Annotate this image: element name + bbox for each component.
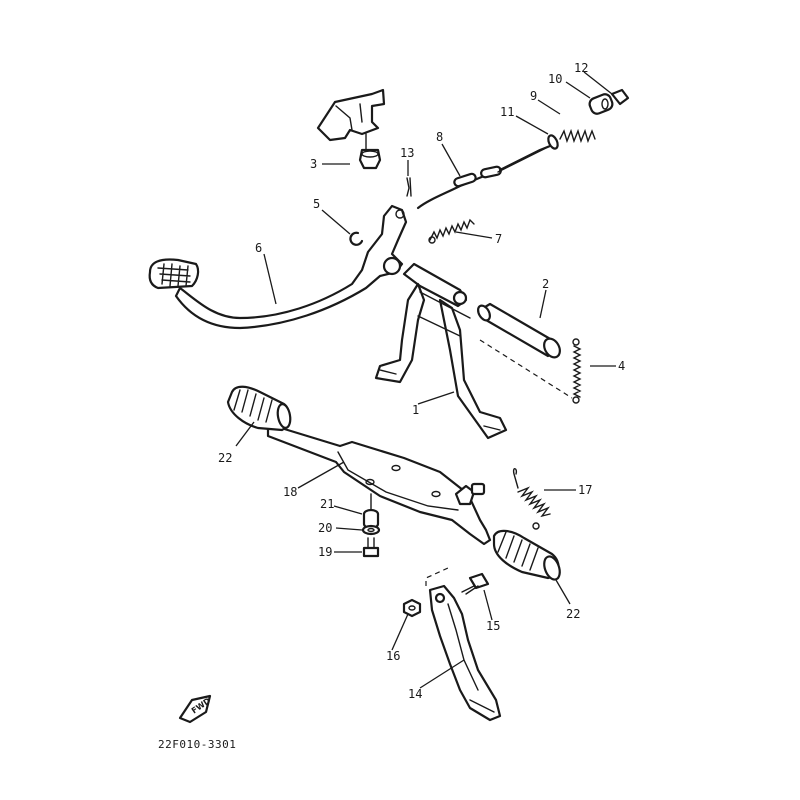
part-20-washer[interactable] bbox=[361, 524, 381, 536]
part-9-spring[interactable] bbox=[559, 128, 596, 144]
part-21-collar[interactable] bbox=[362, 493, 380, 530]
callout-12: 12 bbox=[574, 61, 588, 75]
callout-9: 9 bbox=[530, 89, 537, 103]
callout-4: 4 bbox=[618, 359, 625, 373]
part-3-bracket[interactable] bbox=[316, 88, 386, 170]
part-1-main-stand[interactable] bbox=[374, 262, 508, 440]
part-8-brake-rod[interactable] bbox=[416, 144, 552, 210]
callout-15: 15 bbox=[486, 619, 500, 633]
part-11-washer[interactable] bbox=[546, 134, 559, 150]
leader-lines bbox=[235, 71, 616, 689]
sidestand-guide-line bbox=[425, 567, 449, 586]
callout-19: 19 bbox=[318, 545, 332, 559]
part-13-cotter-pin[interactable] bbox=[406, 177, 412, 197]
callout-13: 13 bbox=[400, 146, 414, 160]
part-22-footrest-rubber-right[interactable] bbox=[492, 529, 563, 582]
callout-10: 10 bbox=[548, 72, 562, 86]
part-6-brake-pedal[interactable] bbox=[148, 204, 408, 330]
part-19-bolt[interactable] bbox=[362, 537, 380, 558]
part-2-pivot-shaft[interactable] bbox=[476, 302, 563, 361]
part-5-clip[interactable] bbox=[349, 231, 364, 246]
part-14-side-stand[interactable] bbox=[428, 584, 502, 722]
callout-7: 7 bbox=[495, 232, 502, 246]
callout-2: 2 bbox=[542, 277, 549, 291]
callout-17: 17 bbox=[578, 483, 592, 497]
part-15-pivot-bolt[interactable] bbox=[461, 572, 490, 595]
part-10-adjusting-nut[interactable] bbox=[588, 92, 614, 115]
callout-18: 18 bbox=[283, 485, 297, 499]
part-12-joint[interactable] bbox=[610, 88, 630, 106]
callout-22-left: 22 bbox=[218, 451, 232, 465]
callout-6: 6 bbox=[255, 241, 262, 255]
part-17-sidestand-spring[interactable] bbox=[512, 468, 551, 530]
part-4-return-spring[interactable] bbox=[572, 338, 582, 404]
part-22-footrest-rubber-left[interactable] bbox=[226, 385, 292, 432]
part-16-nut[interactable] bbox=[402, 598, 422, 618]
callout-3: 3 bbox=[310, 157, 317, 171]
callout-5: 5 bbox=[313, 197, 320, 211]
callout-11: 11 bbox=[500, 105, 514, 119]
part-18-footrest-bar[interactable] bbox=[266, 422, 492, 546]
callout-8: 8 bbox=[436, 130, 443, 144]
drawing-code: 22F010-3301 bbox=[158, 738, 236, 751]
callout-1: 1 bbox=[412, 403, 419, 417]
fwd-arrow-badge: FWD bbox=[178, 694, 212, 724]
part-7-spring[interactable] bbox=[428, 218, 475, 244]
callout-22-right: 22 bbox=[566, 607, 580, 621]
callout-16: 16 bbox=[386, 649, 400, 663]
spring-4-guide-line bbox=[479, 339, 573, 399]
callout-21: 21 bbox=[320, 497, 334, 511]
callout-20: 20 bbox=[318, 521, 332, 535]
callout-14: 14 bbox=[408, 687, 422, 701]
